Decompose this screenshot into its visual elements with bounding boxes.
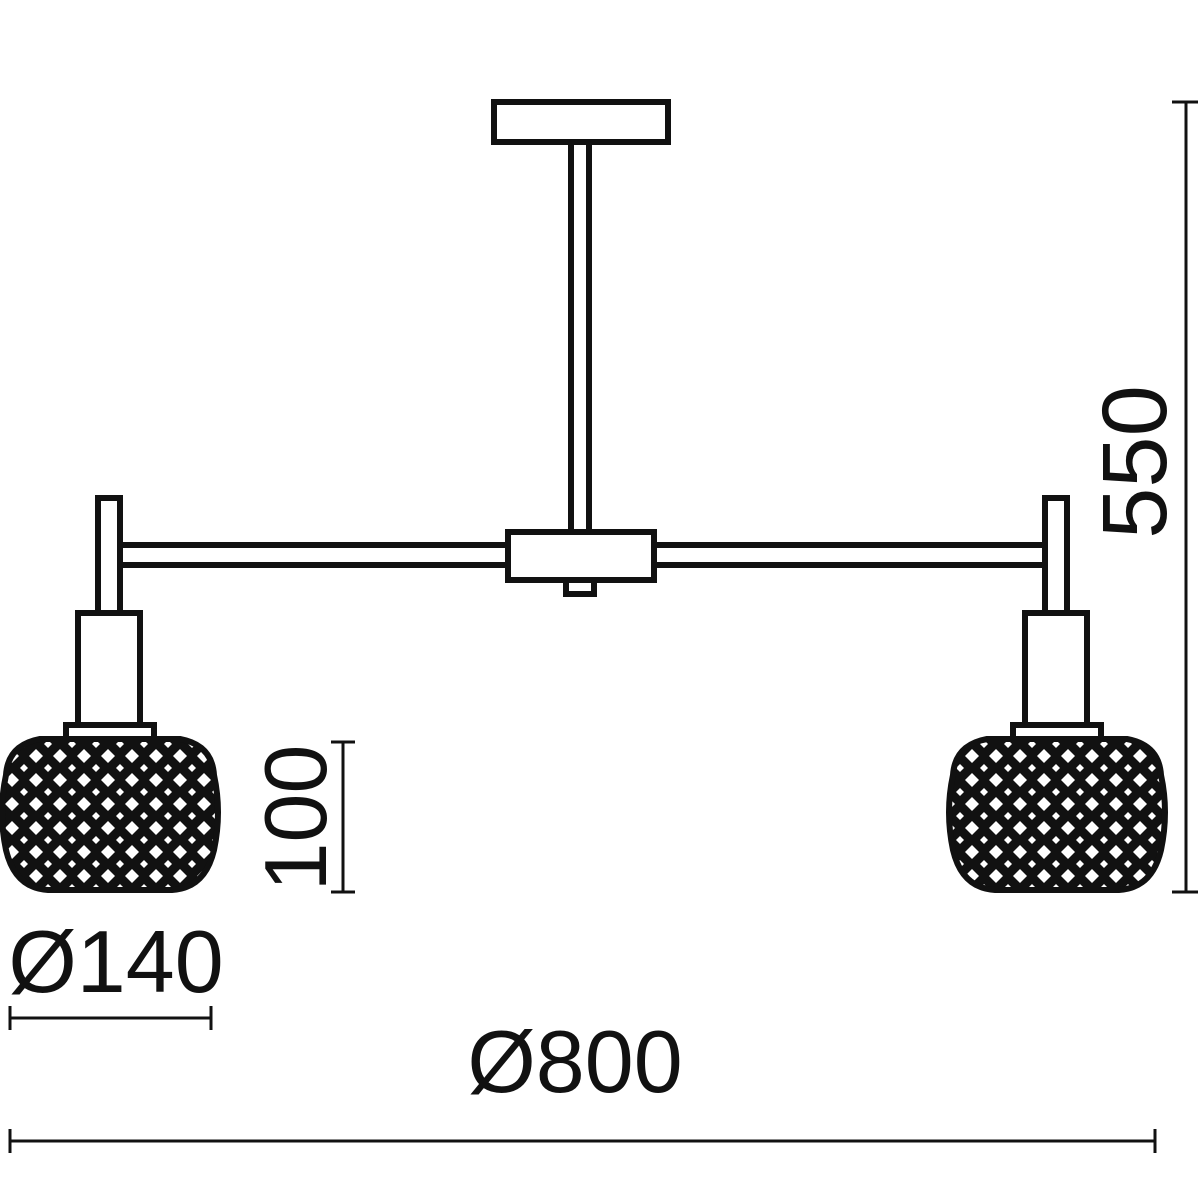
shade-height-dimension: 100: [246, 740, 355, 894]
center-hub: [505, 529, 657, 583]
shade-height-label: 100: [246, 745, 345, 892]
height-label: 550: [1084, 385, 1186, 539]
left-socket: [75, 610, 143, 728]
right-socket: [1022, 610, 1090, 728]
width-dimension: Ø800: [8, 1012, 1157, 1153]
right-arm-post: [1042, 495, 1070, 616]
left-glass-shade: [0, 736, 221, 893]
left-arm-post: [95, 495, 123, 616]
right-glass-shade: [946, 736, 1168, 893]
height-dimension: 550: [1084, 100, 1198, 894]
hub-knob: [563, 577, 597, 597]
right-lamp: [946, 495, 1168, 893]
ceiling-canopy: [491, 99, 671, 145]
width-label: Ø800: [467, 1012, 682, 1111]
center-stem: [568, 139, 592, 535]
shade-diameter-label: Ø140: [8, 912, 223, 1011]
left-lamp: [0, 495, 221, 893]
shade-diameter-dimension: Ø140: [8, 912, 224, 1030]
